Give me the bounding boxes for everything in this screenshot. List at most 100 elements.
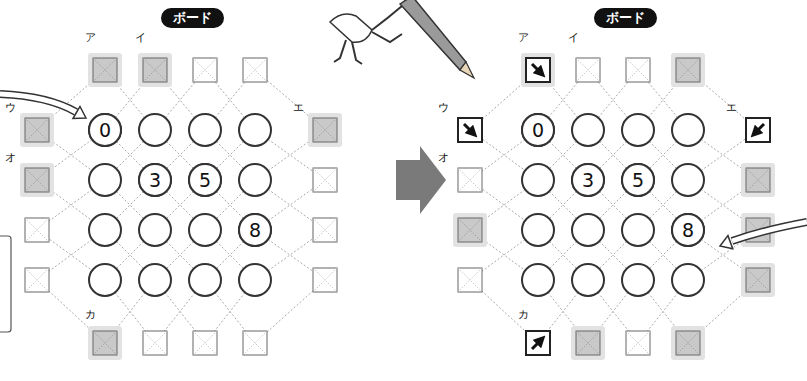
board-circle: [522, 114, 554, 146]
square-cross: [313, 218, 337, 242]
pencil: [400, 0, 466, 70]
square-cross: [313, 168, 337, 192]
square-cross: [313, 168, 337, 192]
labeled-square: ア: [93, 58, 117, 82]
edge-square: [25, 218, 49, 242]
board-circle: [672, 264, 704, 296]
square-cross: [676, 331, 700, 355]
board-circle: [572, 164, 604, 196]
clue-number: 0: [532, 119, 544, 141]
board-circle: [572, 114, 604, 146]
edge-square: [143, 58, 167, 82]
edge-square: [458, 268, 482, 292]
highlight-halo: [138, 53, 172, 87]
highlight-halo: [671, 326, 705, 360]
square-cross: [93, 331, 117, 355]
board-circle: [239, 114, 271, 146]
labeled-square: ウ: [25, 118, 49, 142]
square-cross: [25, 218, 49, 242]
square-cross: [193, 331, 217, 355]
board-graphic: [372, 32, 402, 42]
square-cross: [25, 118, 49, 142]
square-cross: [25, 218, 49, 242]
board-graphic: [718, 236, 733, 253]
board-circle: [672, 114, 704, 146]
edge-square: [676, 331, 700, 355]
labeled-square: エ: [313, 118, 337, 142]
labeled-square: オ: [25, 168, 49, 192]
edge-square: [576, 331, 600, 355]
square-cross: [143, 331, 167, 355]
number-circle: 8: [238, 213, 272, 247]
edge-square: [25, 268, 49, 292]
robot-illustration: [330, 0, 474, 78]
square-label: カ: [518, 309, 529, 321]
square-cross: [193, 58, 217, 82]
square-cross: [243, 331, 267, 355]
square-cross: [576, 58, 600, 82]
board-graphic: [334, 40, 362, 64]
edge-square: [193, 58, 217, 82]
pointer-head: [718, 236, 733, 253]
edge-square: [25, 118, 49, 142]
edge-square: [526, 331, 550, 355]
square-cross: [25, 168, 49, 192]
square-cross: [313, 268, 337, 292]
board-circle: [139, 114, 171, 146]
square-cross: [676, 331, 700, 355]
direction-arrow: [464, 124, 474, 134]
board-circle: [139, 214, 171, 246]
square-cross: [676, 58, 700, 82]
square-cross: [243, 58, 267, 82]
square-cross: [93, 58, 117, 82]
board-circle: [89, 164, 121, 196]
labeled-square: カ: [526, 331, 550, 355]
square-cross: [576, 331, 600, 355]
number-circle: 8: [671, 213, 705, 247]
number-circle: 0: [521, 113, 555, 147]
highlight-halo: [741, 163, 775, 197]
square-cross: [746, 168, 770, 192]
square-cross: [193, 58, 217, 82]
square-cross: [313, 268, 337, 292]
board-circle: [522, 164, 554, 196]
clue-number: 8: [249, 219, 261, 241]
square-cross: [576, 331, 600, 355]
board-circle: [139, 164, 171, 196]
board-header: ボード: [161, 8, 224, 28]
board-circle: [89, 214, 121, 246]
board-graphic: [73, 106, 90, 124]
edge-square: [676, 58, 700, 82]
clue-number: 5: [199, 169, 211, 191]
clue-number: 3: [582, 169, 594, 191]
square-cross: [458, 268, 482, 292]
square-cross: [93, 331, 117, 355]
square-cross: [143, 58, 167, 82]
board-graphic: [372, 6, 402, 30]
edge-square: [313, 268, 337, 292]
labeled-square: イ: [143, 58, 167, 82]
number-circle: 3: [138, 163, 172, 197]
edge-square: [576, 58, 600, 82]
square-cross: [243, 58, 267, 82]
edge-square: [458, 218, 482, 242]
edge-square: [25, 168, 49, 192]
pointer-arrow: [732, 222, 807, 241]
board-circle: [139, 264, 171, 296]
board-circle: [572, 264, 604, 296]
edge-square: [93, 331, 117, 355]
clue-number: 0: [99, 119, 111, 141]
square-label: エ: [726, 102, 737, 114]
square-cross: [243, 331, 267, 355]
board-circle: [239, 164, 271, 196]
board-circle: [189, 264, 221, 296]
square-label: ア: [85, 32, 96, 44]
board-circle: [89, 114, 121, 146]
board-circle: [622, 214, 654, 246]
edge-square: [313, 218, 337, 242]
highlight-halo: [571, 326, 605, 360]
edge-square: [313, 168, 337, 192]
board-circle: [239, 214, 271, 246]
square-cross: [313, 118, 337, 142]
